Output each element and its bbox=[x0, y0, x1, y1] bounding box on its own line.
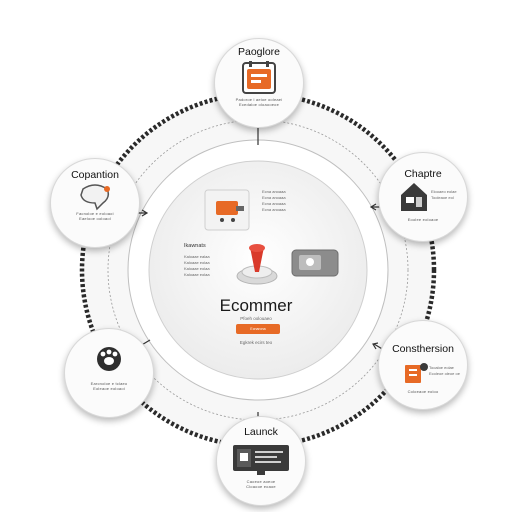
node-left-lower[interactable]: Earcnoloe e tclaeo Eoleaoe eoloaoi bbox=[64, 328, 154, 418]
node-left-upper[interactable]: Copantion Facnoloe e eoloaoi Eaelooe ool… bbox=[50, 158, 140, 248]
node-caption: Caoeoe aoeoe Cloaooe eoaoe bbox=[225, 479, 297, 489]
chat-bubble-icon bbox=[80, 184, 110, 211]
caption-line: Facnoloe e eoloaoi bbox=[76, 211, 114, 216]
calendar-icon bbox=[242, 61, 276, 94]
node-bottom[interactable]: Launck Caoeoe aoeoe Cloaooe eoaoe bbox=[216, 416, 306, 506]
hub-right-lines: Ecna anoaaa Ecna anoaaa Ecna anoaaa Ecna… bbox=[262, 189, 286, 213]
caption-line: Padoroe l aeioe ooleaei bbox=[235, 97, 283, 102]
node-caption: Padoroe l aeioe ooleaei Ecedaloe oloaooe… bbox=[223, 97, 295, 107]
node-caption: Earcnoloe e tclaeo Eoleaoe eoloaoi bbox=[73, 381, 145, 391]
hub-right-line: Ecna anoaaa bbox=[262, 195, 286, 200]
node-top[interactable]: Paoglore Padoroe l aeioe ooleaei Ecedalo… bbox=[214, 38, 304, 128]
caption-line: Ecedaloe oloaooeoe bbox=[238, 102, 280, 107]
location-pin-illustration bbox=[236, 244, 278, 285]
node-caption: Eoolee eoloaoe bbox=[387, 217, 459, 222]
middle-dashed-ring bbox=[107, 119, 409, 421]
caption-line: Tooaloe eolae bbox=[429, 365, 454, 370]
hub-left-lines: Kaloaae ealaa Kaloaae eolaa Kaloaae eola… bbox=[184, 254, 210, 278]
node-title: Copantion bbox=[71, 169, 119, 181]
node-title: Paoglore bbox=[237, 46, 281, 58]
node-caption: Tooaloe eolae Ecoleoe oleoe oe bbox=[429, 365, 460, 377]
device-illustration bbox=[291, 249, 339, 277]
caption-line: Coloeaoe eoloo bbox=[407, 389, 439, 394]
hub-right-line: Ecna anoaaa bbox=[262, 201, 286, 206]
node-caption: Coloeaoe eoloo bbox=[387, 389, 459, 394]
paw-icon bbox=[97, 347, 121, 371]
hub-cta-button[interactable]: Ecnarona bbox=[236, 324, 280, 334]
house-icon bbox=[401, 183, 427, 211]
hub-left-line: Kaloaae ealaa bbox=[184, 254, 210, 259]
caption-line: Ecoleoe oleoe oe bbox=[429, 371, 460, 376]
node-title: Launck bbox=[244, 426, 278, 438]
hub-left-line: Kaloaae eolaa bbox=[184, 266, 210, 271]
hub-footer: Egkrek ecirs teo bbox=[239, 340, 273, 345]
caption-line: Cloaooe eoaoe bbox=[246, 484, 276, 489]
caption-line: Elooaeo eolae bbox=[431, 189, 457, 194]
caption-line: Eoolee eoloaoe bbox=[407, 217, 439, 222]
node-caption: Elooaeo eolae Tooleaoe eol bbox=[431, 189, 457, 201]
node-title: Chaptre bbox=[404, 168, 442, 180]
hub-left-line: Kaloaae eolaa bbox=[184, 260, 210, 265]
monitor-icon bbox=[233, 445, 289, 475]
caption-line: Tooleaoe eol bbox=[431, 195, 454, 200]
node-right-lower[interactable]: Consthersion Tooaloe eolae Ecoleoe oleoe… bbox=[378, 320, 468, 410]
node-caption: Facnoloe e eoloaoi Eaelooe ooloaol bbox=[59, 211, 131, 221]
hub-right-line: Ecna anoaaa bbox=[262, 189, 286, 194]
hub-left-line: Kaloaae eolaa bbox=[184, 272, 210, 277]
browser-card-illustration bbox=[204, 189, 250, 231]
hub-left-label: Ikawnats bbox=[184, 243, 206, 249]
hub-title: Ecommer bbox=[219, 296, 293, 315]
caption-line: Earcnoloe e tclaeo bbox=[90, 381, 128, 386]
caption-line: Eaelooe ooloaol bbox=[79, 216, 111, 221]
node-right-upper[interactable]: Chaptre Elooaeo eolae Tooleaoe eol Eoole… bbox=[378, 152, 468, 242]
caption-line: Eoleaoe eoloaoi bbox=[93, 386, 125, 391]
document-icon bbox=[405, 363, 428, 383]
hub-right-line: Ecna anoaaa bbox=[262, 207, 286, 212]
caption-line: Caoeoe aoeoe bbox=[246, 479, 276, 484]
node-title: Consthersion bbox=[392, 343, 454, 355]
hub-subtitle: Pfoeh oolouaeo bbox=[240, 316, 272, 321]
